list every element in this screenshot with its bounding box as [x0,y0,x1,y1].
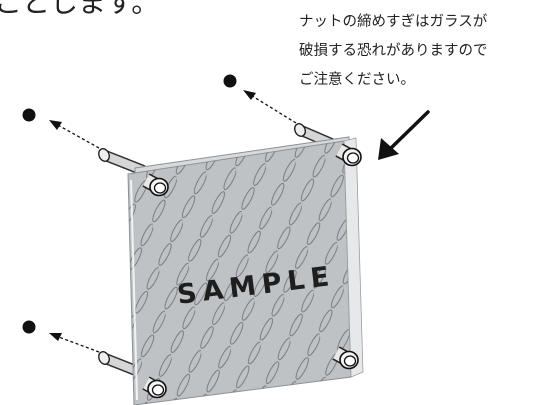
caution-line-1: ナットの締めすぎはガラスが [299,14,488,30]
caution-line-3: ご注意ください。 [299,72,415,88]
back-bolt-left-top [98,148,148,176]
caution-line-2: 破損する恐れがありますので [299,43,488,59]
instruction-heading-fragment: ことします。 [0,0,160,19]
anchor-dot-top-right [223,74,237,88]
standoff-cap-bottom-left [142,376,167,399]
caution-arrow-icon [378,110,430,160]
diamond-plate-texture [128,141,351,405]
anchor-dot-top-left [22,108,36,122]
standoff-cap-top-right [335,143,362,167]
standoff-cap-bottom-right [332,346,359,370]
standoff-cap-top-left [142,173,169,197]
anchor-dot-bottom-left [22,320,36,334]
glass-edge-highlight [343,137,364,378]
caution-note: ナットの締めすぎはガラスが 破損する恐れがありますので ご注意ください。 [299,8,549,95]
arrow-to-anchor-top-left [49,120,100,149]
arrow-to-anchor-top-right [243,90,297,124]
arrow-to-anchor-bottom-left [49,333,100,353]
